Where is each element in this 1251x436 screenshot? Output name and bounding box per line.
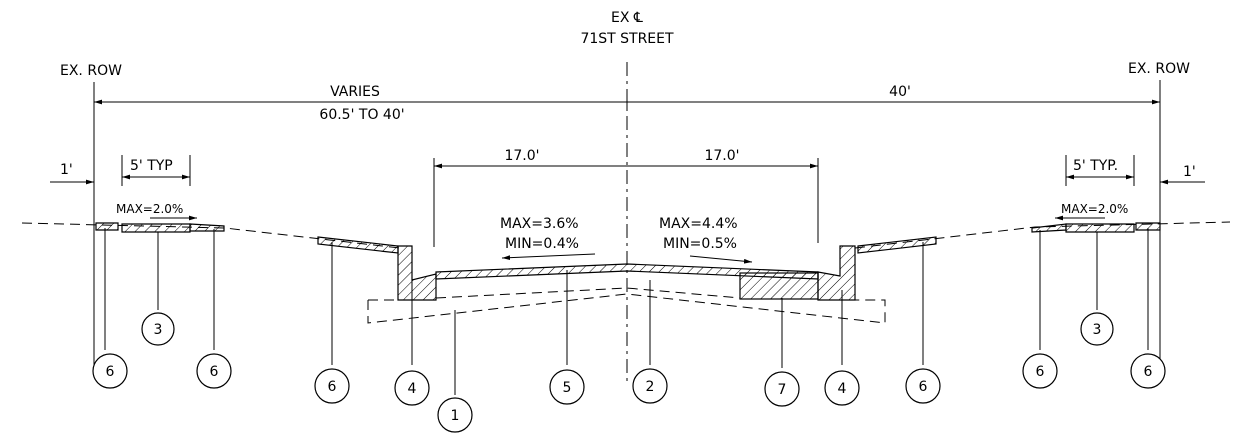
right-lane-label: 17.0' bbox=[704, 148, 739, 164]
callout-label: 3 bbox=[154, 322, 163, 338]
callout-label: 4 bbox=[838, 381, 847, 397]
callout-circle bbox=[764, 371, 800, 407]
callout-label: 1 bbox=[451, 408, 460, 424]
callout-label: 7 bbox=[778, 382, 787, 398]
left-sidewalk-label: 5' TYP bbox=[130, 158, 173, 174]
callout-circle bbox=[196, 353, 232, 389]
right-sidewalk bbox=[1065, 223, 1135, 233]
right-row-label: EX. ROW bbox=[1128, 61, 1190, 77]
left-road-slope-max: MAX=3.6% bbox=[500, 216, 579, 232]
left-row-label: EX. ROW bbox=[60, 63, 122, 79]
callout-circle bbox=[632, 368, 668, 404]
base-top bbox=[435, 287, 741, 299]
leader-lines bbox=[104, 228, 1149, 395]
callout-circle bbox=[394, 370, 430, 406]
callout-circle bbox=[905, 368, 941, 404]
left-parkway bbox=[317, 236, 399, 254]
callout-circle bbox=[1080, 312, 1114, 346]
left-sidewalk-slope: MAX=2.0% bbox=[116, 202, 183, 216]
callout-circle bbox=[437, 397, 473, 433]
left-road-slope-min: MIN=0.4% bbox=[505, 236, 579, 252]
callout-circle bbox=[549, 369, 585, 405]
callout-label: 6 bbox=[106, 364, 115, 380]
callout-label: 6 bbox=[328, 379, 337, 395]
callout-circle bbox=[1022, 353, 1058, 389]
left-lane-label: 17.0' bbox=[504, 148, 539, 164]
right-sidewalk-slope: MAX=2.0% bbox=[1061, 202, 1128, 216]
callout-label: 6 bbox=[1144, 364, 1153, 380]
callouts: 6 3 6 6 4 1 5 2 7 4 6 6 3 6 bbox=[92, 312, 1166, 433]
callout-label: 6 bbox=[210, 364, 219, 380]
callout-circle bbox=[92, 353, 128, 389]
right-road-slope-max: MAX=4.4% bbox=[659, 216, 738, 232]
right-width-label: 40' bbox=[889, 84, 911, 100]
left-curb bbox=[397, 245, 437, 301]
right-road-slope-min: MIN=0.5% bbox=[663, 236, 737, 252]
base-bottom bbox=[367, 293, 886, 324]
right-sidewalk-label: 5' TYP. bbox=[1073, 158, 1118, 174]
centerline-label-2: 71ST STREET bbox=[580, 31, 674, 47]
left-offset-label: 1' bbox=[60, 162, 73, 178]
callout-circle bbox=[314, 368, 350, 404]
callout-circle bbox=[1130, 353, 1166, 389]
callout-label: 4 bbox=[408, 381, 417, 397]
callout-label: 3 bbox=[1093, 322, 1102, 338]
centerline-label-1: EX ℄ bbox=[611, 10, 643, 26]
left-sidewalk bbox=[121, 223, 191, 233]
callout-circle bbox=[141, 312, 175, 346]
callout-label: 2 bbox=[646, 379, 655, 395]
right-offset-label: 1' bbox=[1183, 164, 1196, 180]
left-width-label-2: 60.5' TO 40' bbox=[319, 107, 404, 123]
callout-circle bbox=[824, 370, 860, 406]
callout-label: 6 bbox=[1036, 364, 1045, 380]
pavement-patch bbox=[739, 272, 819, 300]
existing-ground-right bbox=[854, 221, 1231, 249]
right-curb bbox=[817, 245, 856, 301]
right-parkway bbox=[857, 236, 937, 254]
callout-label: 5 bbox=[563, 380, 572, 396]
callout-label: 6 bbox=[919, 379, 928, 395]
left-width-label-1: VARIES bbox=[330, 84, 380, 100]
